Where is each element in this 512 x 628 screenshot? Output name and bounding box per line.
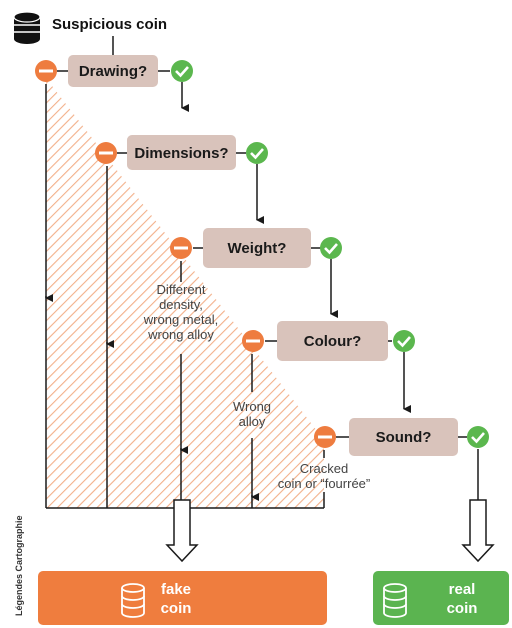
colour-note: Wrong alloy <box>233 399 271 429</box>
step-sound: Sound? <box>349 418 458 456</box>
check-circle-icon <box>393 330 415 352</box>
step-dimensions-label: Dimensions? <box>134 145 228 162</box>
sound-note-line: coin or “fourrée” <box>278 476 370 491</box>
fake-coin-label: coin <box>161 600 192 617</box>
down-arrow-icon <box>461 499 495 563</box>
colour-note-line: alloy <box>239 414 266 429</box>
check-circle-icon <box>246 142 268 164</box>
step-drawing-label: Drawing? <box>79 63 147 80</box>
minus-circle-icon <box>242 330 264 352</box>
step-weight-label: Weight? <box>228 240 287 257</box>
sound-note-line: Cracked <box>300 461 348 476</box>
weight-note-line: density, <box>159 297 203 312</box>
down-arrow-icon <box>165 499 199 563</box>
coin-stack-icon <box>121 583 145 618</box>
step-dimensions: Dimensions? <box>127 135 236 170</box>
real-coin-box: real coin <box>373 571 509 625</box>
coin-stack-icon <box>383 583 407 618</box>
pass-connectors <box>57 70 467 438</box>
diagram-title: Suspicious coin <box>52 16 167 33</box>
fail-zone-hatching <box>46 78 324 508</box>
minus-circle-icon <box>314 426 336 448</box>
step-weight: Weight? <box>203 228 311 268</box>
step-sound-label: Sound? <box>376 429 432 446</box>
step-drawing: Drawing? <box>68 55 158 87</box>
weight-note-line: wrong alloy <box>147 327 214 342</box>
minus-circle-icon <box>95 142 117 164</box>
minus-circle-icon <box>170 237 192 259</box>
check-circle-icon <box>171 60 193 82</box>
colour-note-line: Wrong <box>233 399 271 414</box>
fail-connectors <box>45 84 479 509</box>
fake-coin-box: fake coin <box>38 571 327 625</box>
fake-coin-label: fake <box>161 581 191 598</box>
real-coin-label: real <box>449 581 476 598</box>
step-colour: Colour? <box>277 321 388 361</box>
weight-note-line: wrong metal, <box>143 312 218 327</box>
weight-note: Different density, wrong metal, wrong al… <box>143 282 218 342</box>
check-circle-icon <box>467 426 489 448</box>
credit-container: Légendes Cartographie <box>2 448 24 618</box>
credit-text: Légendes Cartographie <box>14 515 24 616</box>
check-circle-icon <box>320 237 342 259</box>
sound-note: Cracked coin or “fourrée” <box>278 461 370 491</box>
real-coin-label: coin <box>447 600 478 617</box>
weight-note-line: Different <box>157 282 206 297</box>
minus-circle-icon <box>35 60 57 82</box>
coin-stack-icon <box>13 11 41 44</box>
step-colour-label: Colour? <box>304 333 362 350</box>
